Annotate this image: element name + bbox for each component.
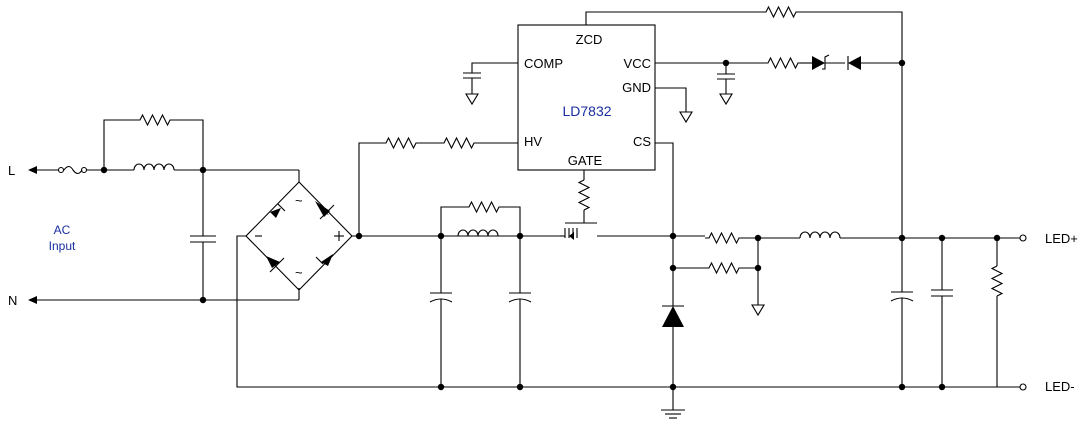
sense-resistor-2-icon <box>704 262 744 274</box>
pin-gnd: GND <box>622 80 651 95</box>
input-filter <box>100 114 300 304</box>
ic-name: LD7832 <box>562 103 611 119</box>
pin-comp: COMP <box>524 56 563 71</box>
l-arrow-icon <box>28 166 37 174</box>
comp-ground-icon <box>465 93 479 106</box>
input-terminals: L N AC Input <box>8 163 203 308</box>
output-filter <box>890 234 1004 391</box>
hv-resistor-1-icon <box>381 137 421 149</box>
x-capacitor-icon <box>190 235 216 243</box>
zcd-resistor-icon <box>761 6 801 18</box>
output-terminals: LED+ LED- <box>1019 231 1078 394</box>
input-inductor-icon <box>133 163 175 171</box>
input-l-label: L <box>8 163 15 178</box>
ac-input-label-line1: AC <box>54 223 71 237</box>
vcc-ground-icon <box>719 93 733 106</box>
output-inductor-icon <box>758 231 1020 239</box>
input-damping-resistor-icon <box>135 114 175 126</box>
led-plus-label: LED+ <box>1045 231 1078 246</box>
fuse-icon <box>57 165 104 175</box>
vcc-resistor-icon <box>763 57 803 69</box>
pin-gate: GATE <box>568 153 603 168</box>
gnd-ground-icon <box>679 111 693 124</box>
bridge-rectifier-icon: ~ ~ <box>245 181 353 291</box>
hv-resistor-chain <box>355 137 518 240</box>
pin-cs: CS <box>633 134 651 149</box>
gate-resistor-icon <box>577 170 591 219</box>
input-n-label: N <box>8 293 17 308</box>
zcd-feedback <box>585 6 903 238</box>
vcc-network <box>655 54 906 106</box>
pi-resistor-icon <box>464 201 504 213</box>
gnd-pin-network <box>655 87 693 124</box>
ld7832-ic: LD7832 ZCD COMP VCC GND HV CS GATE <box>517 24 656 171</box>
cs-ground-icon <box>751 304 765 317</box>
earth-ground-icon <box>661 409 685 419</box>
led-minus-label: LED- <box>1045 379 1075 394</box>
hv-resistor-2-icon <box>439 137 479 149</box>
n-arrow-icon <box>28 296 37 304</box>
mosfet-switch-icon <box>520 219 673 240</box>
current-sense-network <box>655 142 765 419</box>
comp-capacitor-icon <box>463 72 481 79</box>
pin-hv: HV <box>524 134 542 149</box>
sense-resistor-1-icon <box>704 232 744 244</box>
ac-input-label-line2: Input <box>49 239 76 253</box>
freewheel-diode-icon <box>662 305 684 327</box>
pin-vcc: VCC <box>624 56 651 71</box>
output-load-resistor-icon <box>990 265 1004 297</box>
vcc-capacitor-icon <box>717 73 735 80</box>
pin-zcd: ZCD <box>576 32 603 47</box>
output-capacitor-2-icon <box>931 289 953 297</box>
vcc-diode-icon <box>847 56 861 70</box>
svg-text:~: ~ <box>295 265 303 280</box>
svg-text:~: ~ <box>295 193 303 208</box>
pi-filter <box>429 201 532 391</box>
pi-inductor-icon <box>457 229 499 237</box>
comp-network <box>463 62 518 106</box>
